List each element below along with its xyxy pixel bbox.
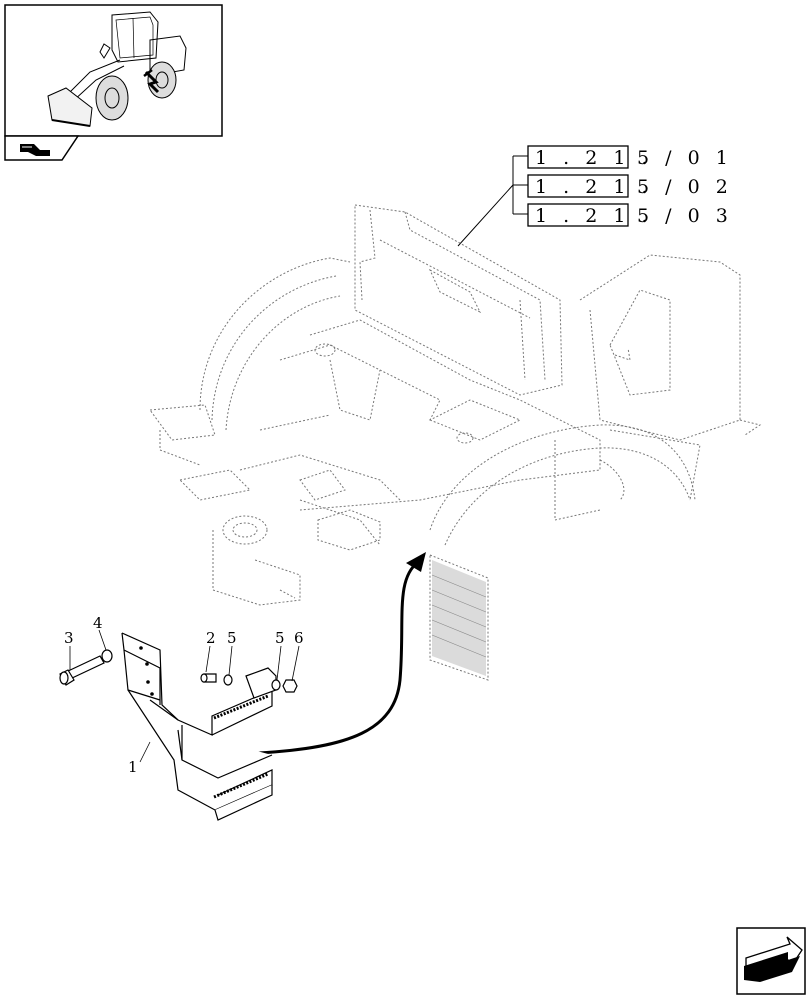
reference-page: 5 / 0 2	[637, 176, 733, 198]
washer[interactable]	[101, 649, 113, 663]
callout-5: 5	[275, 629, 285, 647]
washer[interactable]	[223, 674, 233, 686]
section-arrow-icon	[20, 144, 50, 156]
install-location-arrow	[257, 552, 426, 755]
washer[interactable]	[271, 679, 281, 691]
mudflap-phantom	[429, 554, 489, 681]
reference-row-1[interactable]: 1 . 2 1 . 5 / 0 1	[527, 145, 733, 169]
callout-1: 1	[128, 758, 138, 776]
callout-labels	[69, 629, 300, 763]
reference-row-3[interactable]: 1 . 2 1 . 5 / 0 3	[527, 203, 733, 227]
reference-section: 1 . 2 1 .	[535, 205, 653, 227]
mudflap-bracket[interactable]	[121, 632, 277, 821]
callout-4: 4	[93, 614, 103, 632]
small-screw[interactable]	[200, 673, 217, 683]
callout-5: 5	[227, 629, 237, 647]
reference-section: 1 . 2 1 .	[535, 176, 653, 198]
next-page-button[interactable]	[736, 927, 806, 995]
reference-leader-line	[457, 184, 514, 247]
callout-6: 6	[294, 629, 304, 647]
reference-page: 5 / 0 1	[637, 147, 733, 169]
callout-2: 2	[206, 629, 216, 647]
machine-frame-phantom	[149, 204, 762, 606]
callout-3: 3	[64, 629, 74, 647]
hex-bolt[interactable]	[59, 655, 105, 686]
hex-nut[interactable]	[282, 679, 298, 693]
reference-row-2[interactable]: 1 . 2 1 . 5 / 0 2	[527, 174, 733, 198]
thumbnail-panel[interactable]	[4, 4, 223, 161]
reference-page: 5 / 0 3	[637, 205, 733, 227]
next-page-arrow-icon	[744, 936, 803, 982]
reference-section: 1 . 2 1 .	[535, 147, 653, 169]
reference-table: 1 . 2 1 . 5 / 0 1 1 . 2 1 . 5 / 0 2 1 . …	[457, 145, 733, 247]
loader-thumbnail-icon	[47, 11, 187, 127]
